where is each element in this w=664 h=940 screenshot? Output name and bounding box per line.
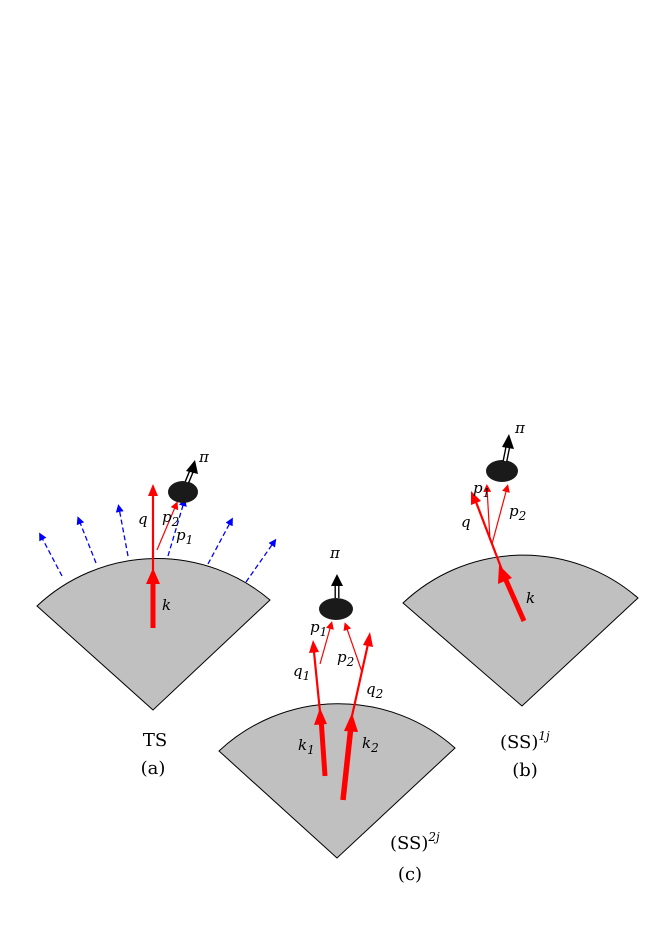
parton-q1-line — [312, 651, 322, 713]
pion-arrow — [184, 460, 198, 483]
panel-c-caption: (c) — [398, 864, 422, 885]
panel-b-title: (SS)1j — [500, 729, 550, 753]
label-q: q — [138, 510, 148, 528]
radiation-arrow — [39, 532, 63, 577]
parton-q-arrowhead — [148, 484, 158, 496]
label-p1: p1 — [473, 479, 490, 500]
panel-c-title: (SS)2j — [390, 830, 440, 854]
label-p1: p1 — [310, 618, 327, 639]
label-k: k — [526, 589, 535, 607]
parton-q2-line — [350, 643, 370, 717]
label-k2: k2 — [362, 734, 379, 755]
nucleus-sector-c — [218, 703, 456, 859]
parton-p1-line — [483, 484, 492, 541]
hadronization-blob — [486, 460, 518, 482]
radiation-arrow-p1 — [167, 498, 187, 557]
parton-k-arrowhead — [146, 568, 160, 584]
label-p2: p2 — [162, 508, 179, 529]
gluon-radiation-arrows — [39, 498, 277, 583]
parton-q1-arrowhead — [309, 640, 319, 653]
label-k1: k1 — [298, 736, 315, 757]
label-q1: q1 — [293, 662, 310, 683]
panel-a-caption: (a) — [141, 758, 166, 779]
parton-p1-line — [319, 621, 334, 665]
panel-a-title: TS — [143, 730, 167, 751]
hadronization-blob — [319, 598, 353, 620]
radiation-arrow — [115, 504, 129, 557]
pion-label: π — [514, 419, 526, 437]
parton-k2-arrowhead — [344, 713, 358, 732]
pion-arrow — [502, 434, 514, 462]
label-k: k — [162, 596, 171, 614]
parton-k1-line — [318, 717, 328, 777]
pion-label: π — [329, 544, 341, 562]
panel-b: π p1 p2 q k (SS)1j (b) — [402, 419, 639, 781]
label-p2: p2 — [337, 648, 354, 669]
pion-arrow — [331, 574, 343, 598]
radiation-arrow — [207, 517, 233, 565]
parton-p2-line — [491, 484, 510, 545]
panel-b-caption: (b) — [512, 760, 538, 781]
nucleus-sector-b — [402, 554, 639, 707]
parton-q2-arrowhead — [363, 632, 373, 647]
parton-q-arrowhead — [471, 491, 481, 505]
label-q2: q2 — [366, 680, 383, 701]
parton-k-line — [502, 576, 527, 623]
panel-c: π p1 p2 q1 q2 k1 k2 (SS)2j (c) — [218, 544, 456, 885]
parton-p2-line — [156, 501, 179, 551]
hadronization-blob — [168, 481, 198, 503]
label-p2: p2 — [509, 502, 526, 523]
parton-q-line — [474, 501, 504, 571]
label-q: q — [461, 513, 471, 531]
parton-k1-arrowhead — [314, 708, 327, 725]
parton-p2-line — [343, 622, 363, 673]
radiation-arrow — [245, 538, 277, 583]
parton-k2-line — [340, 725, 354, 801]
radiation-arrow — [76, 516, 97, 564]
pion-label: π — [198, 448, 210, 466]
panel-a: π k q p2 p1 TS (a) — [36, 448, 277, 779]
label-p1: p1 — [176, 526, 193, 547]
